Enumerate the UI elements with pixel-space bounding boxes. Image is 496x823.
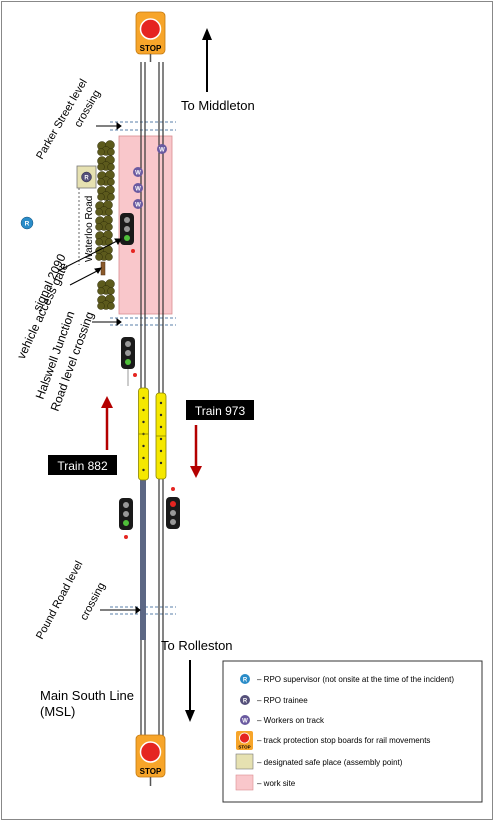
trees	[95, 140, 115, 310]
worker-letter: W	[159, 148, 165, 154]
pound-road-label-line1: Pound Road level	[34, 559, 85, 641]
legend-item: – designated safe place (assembly point)	[235, 753, 403, 770]
legend-text: – designated safe place (assembly point)	[257, 758, 403, 767]
worker-icon: W	[157, 144, 167, 154]
signal-2090	[120, 213, 135, 253]
worker-icon: W	[133, 183, 143, 193]
worker-icon: W	[133, 199, 143, 209]
train-973	[155, 392, 167, 480]
rpo-supervisor-icon: R	[20, 216, 34, 230]
stop-board-top-text: STOP	[140, 44, 162, 53]
north-arrow	[202, 28, 212, 92]
legend-rpo-supervisor-letter: R	[243, 678, 248, 684]
rpo-trainee-icon	[240, 695, 250, 705]
train-973-label: Train 973	[195, 404, 246, 418]
legend-text: – track protection stop boards for rail …	[257, 736, 430, 745]
train-973-arrow	[190, 425, 202, 478]
signal-up-line	[119, 498, 133, 539]
worker-icons: W W W W	[133, 144, 167, 209]
legend-text: – RPO supervisor (not onsite at the time…	[257, 675, 454, 684]
stop-board-bottom-text: STOP	[140, 767, 162, 776]
worker-icon: W	[133, 167, 143, 177]
stop-board-top: STOP	[135, 11, 166, 62]
work-site-swatch	[235, 774, 254, 791]
rpo-trainee-letter: R	[84, 176, 89, 182]
legend-item: R – RPO supervisor (not onsite at the ti…	[240, 674, 454, 684]
safe-place-swatch	[235, 753, 254, 770]
to-rolleston-label: To Rolleston	[161, 638, 233, 653]
train-882	[138, 387, 149, 481]
legend-item: W – Workers on track	[240, 715, 325, 725]
signal-down-line	[166, 487, 180, 529]
stop-board-icon: STOP	[236, 731, 253, 750]
legend-text: – work site	[257, 779, 296, 788]
south-arrow	[185, 660, 195, 722]
worker-letter: W	[135, 187, 141, 193]
pointer-lines	[59, 122, 141, 614]
rpo-trainee-icon: R	[81, 171, 92, 183]
signal-halswell	[121, 337, 137, 386]
train-882-label: Train 882	[57, 459, 108, 473]
legend-item: R – RPO trainee	[240, 695, 308, 705]
worker-letter: W	[135, 171, 141, 177]
msl-label-line1: Main South Line	[40, 688, 134, 703]
legend-item: – work site	[235, 774, 296, 791]
waterloo-road-label: Waterloo Road	[84, 196, 95, 262]
msl-label-line2: (MSL)	[40, 704, 75, 719]
train-882-label-box	[48, 455, 117, 475]
worker-icon	[240, 715, 250, 725]
legend-rpo-trainee-letter: R	[243, 699, 248, 705]
occupied-track-section	[140, 470, 146, 640]
legend-text: – Workers on track	[257, 716, 325, 725]
legend-item: STOP – track protection stop boards for …	[236, 731, 430, 750]
train-882-arrow	[101, 396, 113, 450]
to-middleton-label: To Middleton	[181, 98, 255, 113]
worker-letter: W	[135, 203, 141, 209]
train-973-label-box	[186, 400, 254, 420]
vehicle-access-gate	[100, 261, 106, 276]
rpo-supervisor-icon	[240, 674, 250, 684]
legend: R – RPO supervisor (not onsite at the ti…	[222, 660, 483, 803]
legend-text: – RPO trainee	[257, 696, 308, 705]
stop-board-bottom: STOP	[135, 734, 166, 786]
legend-worker-letter: W	[242, 719, 248, 725]
pound-road-label-line2: crossing	[78, 581, 108, 623]
rpo-supervisor-letter: R	[25, 221, 30, 228]
legend-stop-text: STOP	[238, 745, 250, 750]
